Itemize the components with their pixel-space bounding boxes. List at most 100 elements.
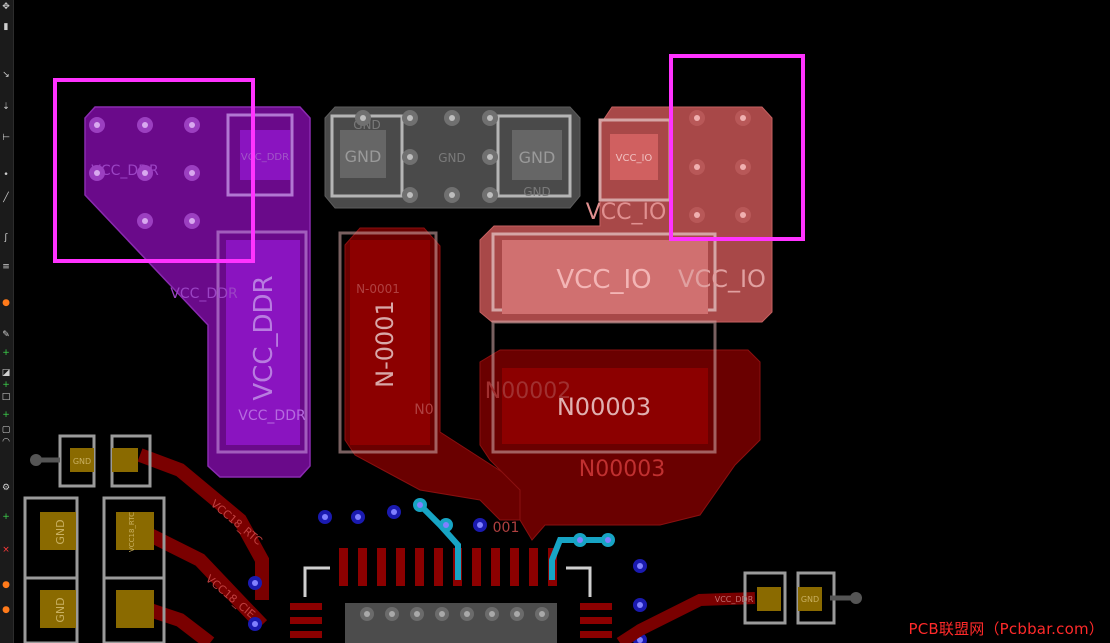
gnd-pour[interactable]: GND GND GND GND GND: [324, 106, 581, 209]
vcc-ddr-pad-label: VCC_DDR: [249, 275, 279, 400]
n0001-pad[interactable]: [350, 240, 430, 445]
via-hole: [142, 218, 148, 224]
pencil-icon[interactable]: ✎: [2, 330, 10, 340]
via[interactable]: [850, 592, 862, 604]
ic-pin[interactable]: [529, 548, 538, 586]
box-icon[interactable]: ▢: [1, 425, 11, 435]
via-hole: [539, 611, 545, 617]
n00003-pad[interactable]: [502, 368, 708, 444]
ic-pin[interactable]: [290, 617, 322, 624]
ic-pin[interactable]: [434, 548, 443, 586]
trace-signal[interactable]: [417, 502, 461, 580]
n00003-net-label: N00003: [579, 457, 665, 482]
delete-icon[interactable]: ×: [2, 545, 10, 555]
via-hole: [489, 611, 495, 617]
ic-pin[interactable]: [510, 548, 519, 586]
ic-pin[interactable]: [339, 548, 348, 586]
vcc-ddr-pour[interactable]: VCC_DDR VCC_DDR VCC_DDR VCC_DDR VCC_DDR: [84, 106, 311, 478]
measure-icon[interactable]: ⊢: [2, 133, 10, 143]
ic-pin[interactable]: [491, 548, 500, 586]
gnd-pad[interactable]: [70, 448, 94, 472]
gnd-label-right: GND: [519, 148, 556, 167]
via-group[interactable]: [89, 110, 751, 229]
gear-icon[interactable]: ⚙: [1, 483, 11, 493]
pcb-layout[interactable]: VCC_DDR VCC_DDR VCC_DDR VCC_DDR VCC_DDR …: [14, 0, 1110, 643]
ic-pin[interactable]: [358, 548, 367, 586]
via-hole: [605, 537, 611, 543]
plus-icon[interactable]: +: [2, 410, 10, 420]
fill-icon[interactable]: ◪: [1, 368, 11, 378]
gnd-pad-left[interactable]: [340, 130, 386, 178]
n00003-pad-frame: [491, 320, 717, 454]
via-hole: [94, 122, 100, 128]
arc-icon[interactable]: ◠: [2, 437, 10, 447]
signal-traces[interactable]: [248, 498, 647, 643]
ic-pin[interactable]: [377, 548, 386, 586]
line-icon[interactable]: ╱: [3, 193, 9, 203]
ic-pin[interactable]: [290, 631, 322, 638]
gnd-pad[interactable]: [40, 590, 76, 628]
via-hole: [364, 611, 370, 617]
ic-pin[interactable]: [472, 548, 481, 586]
pcb-canvas[interactable]: VCC_DDR VCC_DDR VCC_DDR VCC_DDR VCC_DDR …: [14, 0, 1110, 643]
ic-corner-tl: [303, 566, 330, 597]
bottom-left-components[interactable]: VCC18_RTC VCC18_CIE GND GND VCC18_RTC GN…: [23, 434, 269, 643]
right-bottom-component[interactable]: VCC_DDR GND: [616, 571, 862, 643]
via-hole: [189, 218, 195, 224]
pad[interactable]: [112, 448, 138, 472]
n0001-pour[interactable]: N-0001 N-0001 N0: [338, 227, 531, 521]
hook-icon[interactable]: ʃ: [4, 233, 8, 243]
ic-pin[interactable]: [580, 603, 612, 610]
pad[interactable]: [116, 590, 154, 628]
vcc-io-small-pad[interactable]: [610, 134, 658, 180]
ic-exposed-pad[interactable]: [345, 603, 557, 643]
flame-icon[interactable]: ●: [2, 298, 10, 308]
route-icon[interactable]: ↘: [2, 70, 10, 80]
via-hole: [142, 122, 148, 128]
ic-pin[interactable]: [580, 631, 612, 638]
n00002-net-label: N00002: [485, 379, 571, 404]
gnd-pad-label: GND: [73, 457, 91, 466]
via-hole: [577, 537, 583, 543]
menu-icon[interactable]: ≡: [2, 262, 10, 272]
select-icon[interactable]: ✥: [2, 2, 10, 12]
via-hole: [407, 115, 413, 121]
gnd-label-left: GND: [345, 147, 382, 166]
via-hole: [407, 154, 413, 160]
pad[interactable]: [757, 587, 781, 611]
gnd-pad-label: GND: [801, 595, 819, 604]
n00003-pour[interactable]: N00003 N00002 N00003 001: [479, 320, 761, 541]
comp-frame: [23, 576, 79, 643]
ic-pin[interactable]: [580, 617, 612, 624]
flame-icon[interactable]: ●: [2, 605, 10, 615]
trace-right[interactable]: [616, 592, 756, 643]
vcc-ddr-net-label-3: VCC_DDR: [238, 408, 306, 424]
via-hole: [514, 611, 520, 617]
via-hole: [637, 563, 643, 569]
drag-icon[interactable]: ⇣: [2, 102, 10, 112]
gnd-pad[interactable]: [40, 512, 76, 550]
ic-component[interactable]: [290, 548, 612, 643]
plus-icon[interactable]: +: [2, 380, 10, 390]
vcc-io-large-pad[interactable]: [502, 240, 708, 314]
highlight-icon[interactable]: ▮: [3, 22, 9, 32]
square-icon[interactable]: □: [1, 392, 11, 402]
flame-icon[interactable]: ●: [2, 580, 10, 590]
vcc-ddr-large-pad[interactable]: [226, 240, 300, 445]
via-hole: [637, 602, 643, 608]
ic-pin[interactable]: [290, 603, 322, 610]
ic-pin[interactable]: [415, 548, 424, 586]
trace-vcc18-rtc[interactable]: [137, 448, 269, 600]
ic-pin[interactable]: [396, 548, 405, 586]
gnd-pad-label: GND: [54, 519, 67, 544]
gnd-pad-right[interactable]: [512, 130, 562, 180]
add-icon[interactable]: +: [2, 512, 10, 522]
pin-icon[interactable]: •: [3, 170, 9, 180]
trace-vcc18-cie[interactable]: [116, 513, 268, 630]
ic-pad-vias[interactable]: [360, 607, 549, 621]
pad[interactable]: [116, 512, 154, 550]
gnd-pad[interactable]: [798, 587, 822, 611]
add-icon[interactable]: +: [2, 348, 10, 358]
via-hole: [694, 115, 700, 121]
vcc-ddr-small-pad[interactable]: [240, 130, 290, 180]
